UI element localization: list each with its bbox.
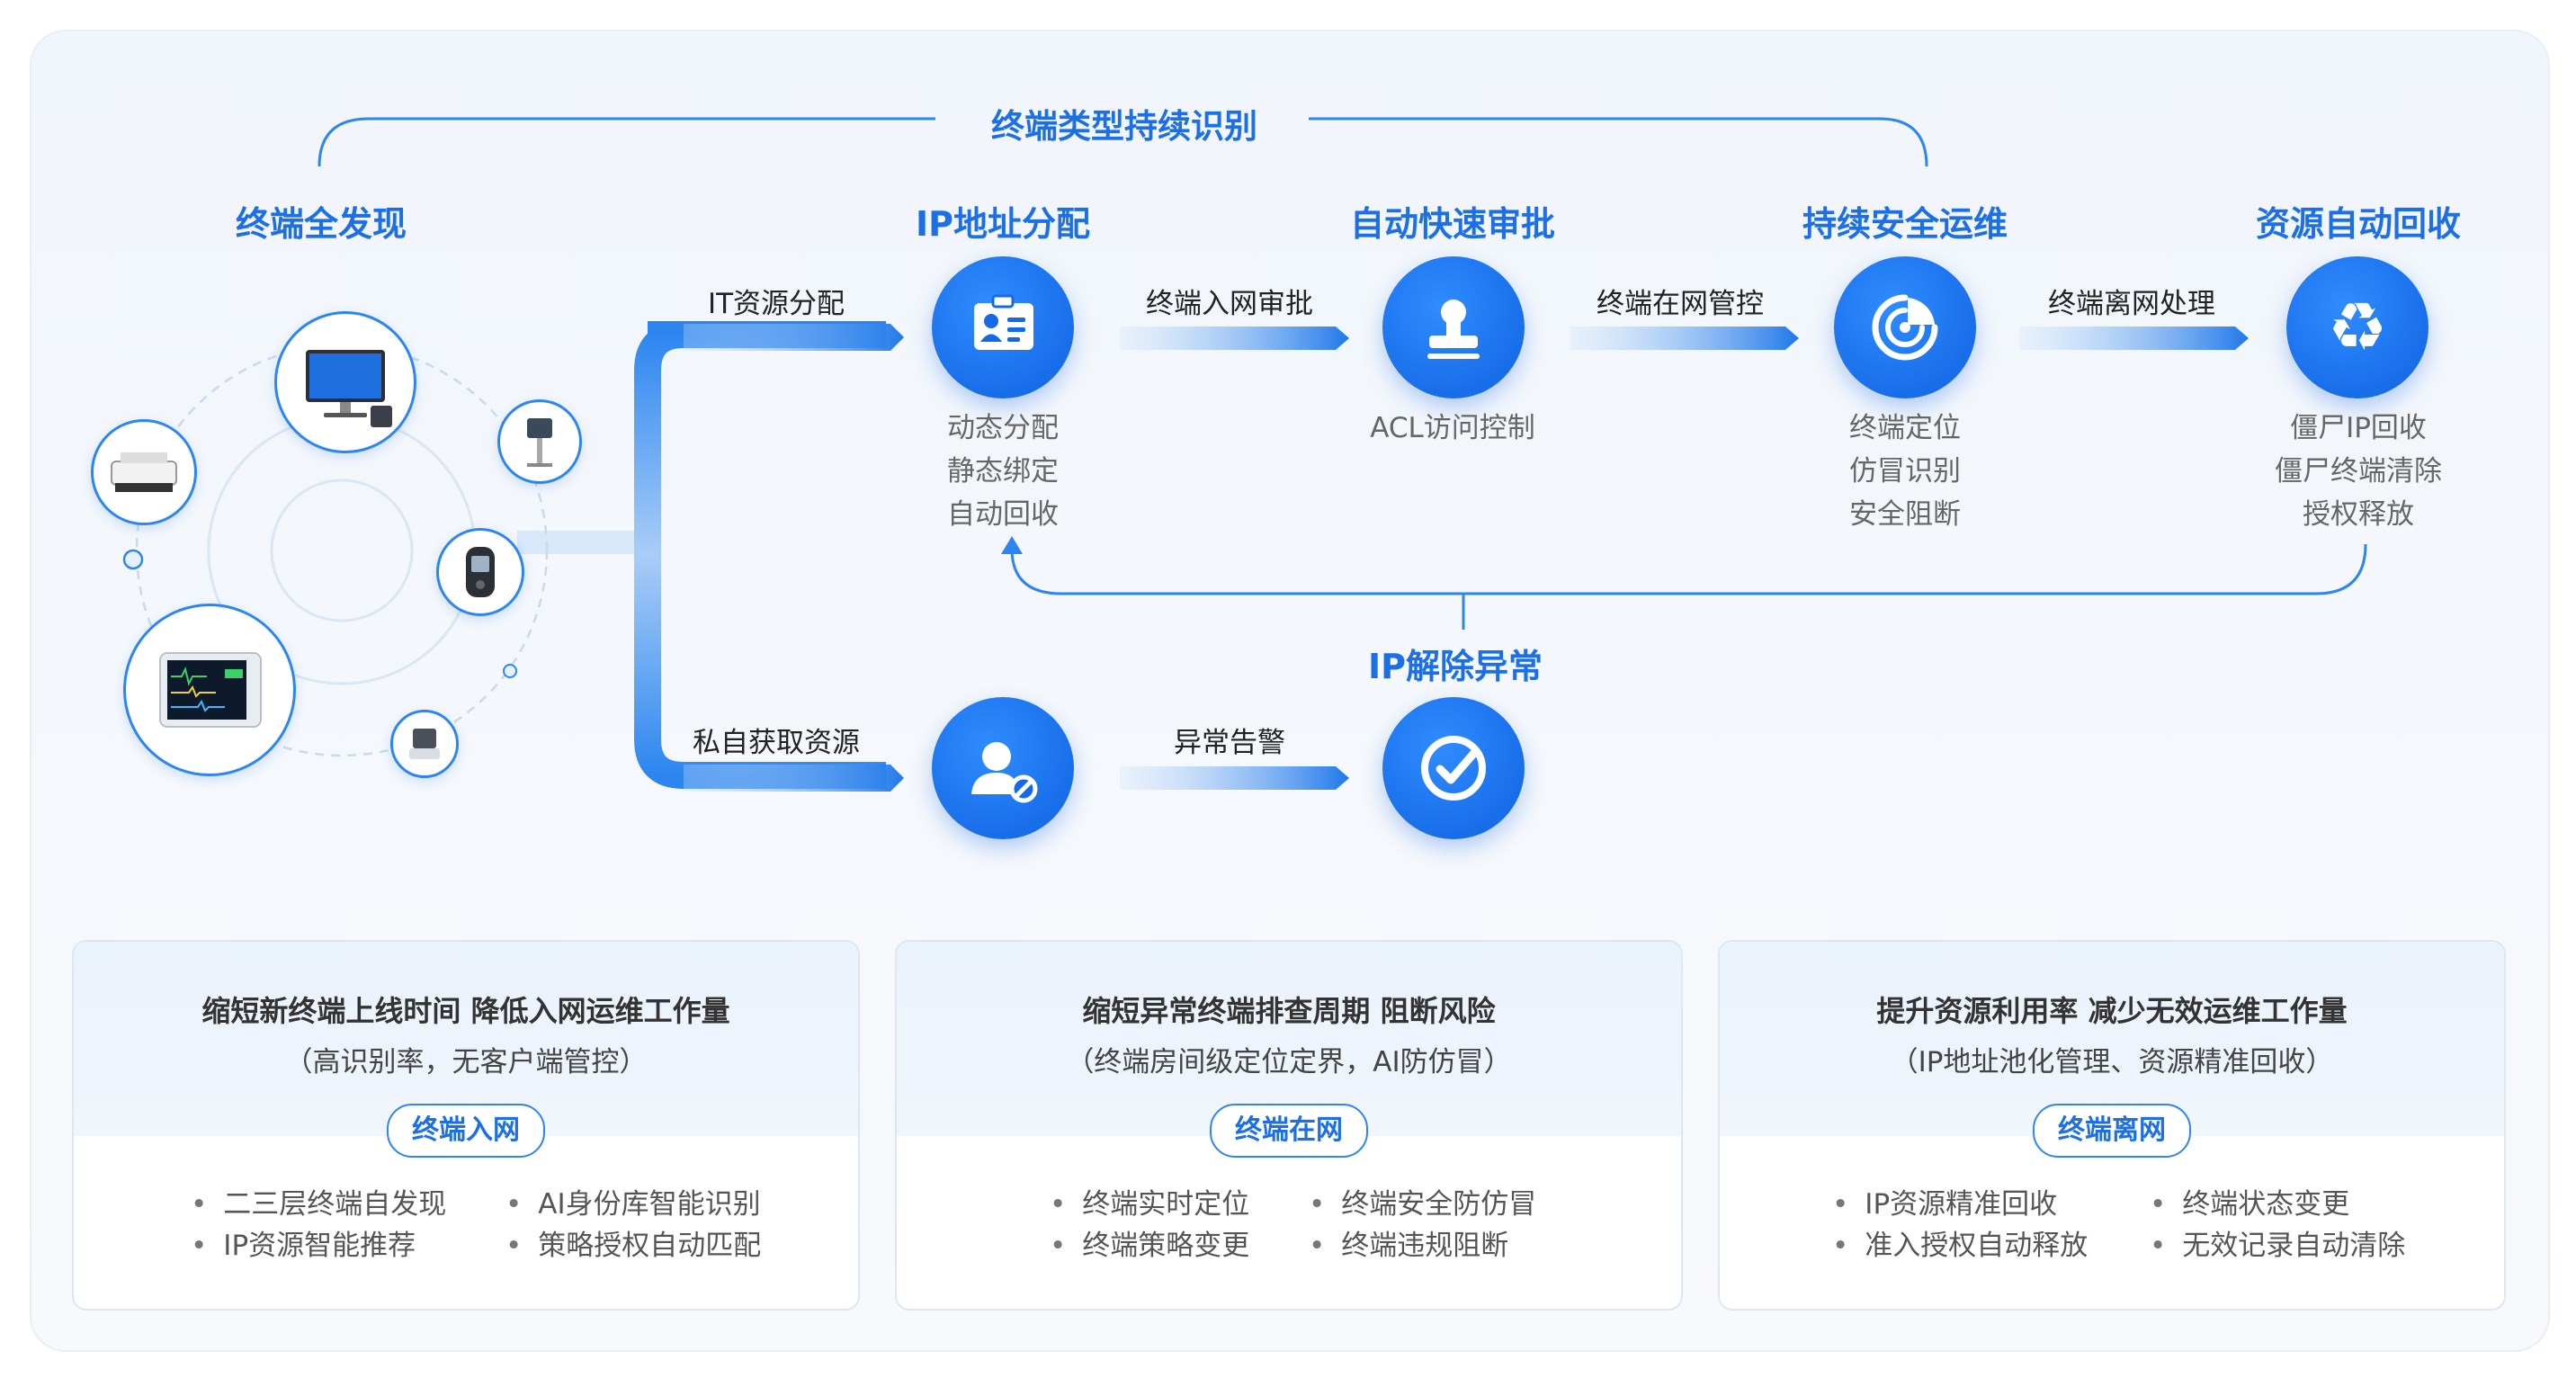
arrow-admission xyxy=(1120,327,1349,350)
check-circle-icon xyxy=(1421,736,1486,801)
list-item: 静态绑定 xyxy=(947,455,1059,488)
flow-label-control: 终端在网管控 xyxy=(1597,288,1764,320)
anomaly-title: IP解除异常 xyxy=(1368,647,1543,686)
card-bullet: 终端状态变更 xyxy=(2150,1181,2349,1221)
ring-dot-right xyxy=(503,664,517,678)
small-terminal-icon xyxy=(390,710,459,778)
list-item: 僵尸终端清除 xyxy=(2275,455,2442,488)
resolve-icon xyxy=(1382,697,1525,839)
stage-title-ops: 持续安全运维 xyxy=(1802,204,2008,244)
flow-label-alarm: 异常告警 xyxy=(1174,727,1285,759)
card-title: 缩短新终端上线时间 降低入网运维工作量 xyxy=(201,994,730,1028)
card-tag: 终端入网 xyxy=(387,1104,545,1158)
card-bullet: 无效记录自动清除 xyxy=(2150,1222,2405,1263)
stamp-icon xyxy=(1427,300,1480,359)
printer-icon xyxy=(91,419,197,525)
benefit-card-admission: 缩短新终端上线时间 降低入网运维工作量 （高识别率，无客户端管控） 终端入网 二… xyxy=(72,940,860,1311)
hub-branch xyxy=(634,321,886,789)
card-subtitle: （IP地址池化管理、资源精准回收） xyxy=(1890,1046,2334,1078)
list-item: 终端定位 xyxy=(1849,412,1961,444)
card-bullet: 终端违规阻断 xyxy=(1309,1222,1508,1263)
feedback-loop-line xyxy=(1010,543,2367,595)
card-bullet: 二三层终端自发现 xyxy=(191,1181,446,1221)
list-item: 仿冒识别 xyxy=(1849,455,1961,488)
recycle-icon: ♻ xyxy=(2328,289,2387,366)
stage-title-ip-assign: IP地址分配 xyxy=(916,204,1090,244)
arrow-alarm xyxy=(1120,766,1349,790)
arrow-leave xyxy=(2019,327,2249,350)
radar-icon xyxy=(1872,294,1938,361)
recycle-icon-wrap: ♻ xyxy=(2286,256,2428,398)
card-bullet: AI身份库智能识别 xyxy=(505,1181,760,1221)
card-bullet: IP资源智能推荐 xyxy=(191,1222,416,1263)
stage-title-recycle: 资源自动回收 xyxy=(2255,204,2462,244)
benefit-card-offline: 提升资源利用率 减少无效运维工作量 （IP地址池化管理、资源精准回收） 终端离网… xyxy=(1718,940,2506,1311)
flow-label-private: 私自获取资源 xyxy=(693,727,860,759)
ip-assign-items: 动态分配 静态绑定 自动回收 xyxy=(947,407,1059,536)
arrow-control xyxy=(1570,327,1799,350)
card-bullet: 终端策略变更 xyxy=(1050,1222,1249,1263)
card-bullet: 终端安全防仿冒 xyxy=(1309,1181,1536,1221)
list-item: 授权释放 xyxy=(2303,498,2414,531)
user-blocked-icon xyxy=(971,742,1038,803)
top-arc-label: 终端类型持续识别 xyxy=(991,107,1257,146)
feedback-arrowhead xyxy=(1001,536,1023,554)
hub-stem xyxy=(517,531,634,554)
list-item: 自动回收 xyxy=(947,498,1059,531)
glucose-meter-icon xyxy=(436,528,524,616)
stage-title-approval: 自动快速审批 xyxy=(1349,204,1556,244)
approval-items: ACL访问控制 xyxy=(1370,407,1535,450)
top-bracket-line xyxy=(318,117,935,167)
recycle-items: 僵尸IP回收 僵尸终端清除 授权释放 xyxy=(2275,407,2442,536)
list-item: ACL访问控制 xyxy=(1370,412,1535,444)
device-ring-outer xyxy=(135,344,549,757)
ops-icon xyxy=(1834,256,1976,398)
approval-icon xyxy=(1382,256,1525,398)
card-tag: 终端在网 xyxy=(1210,1104,1368,1158)
stage-title-discovery: 终端全发现 xyxy=(235,204,407,244)
benefit-card-online: 缩短异常终端排查周期 阻断风险 （终端房间级定位定界，AI防仿冒） 终端在网 终… xyxy=(895,940,1683,1311)
card-tag: 终端离网 xyxy=(2033,1104,2191,1158)
arrow-private xyxy=(684,765,904,792)
list-item: 僵尸IP回收 xyxy=(2290,412,2427,444)
flow-label-leave: 终端离网处理 xyxy=(2048,288,2215,320)
svg-text:♻: ♻ xyxy=(2328,289,2387,366)
list-item: 安全阻断 xyxy=(1849,498,1961,531)
id-card-icon xyxy=(974,294,1033,350)
flow-label-it-assign: IT资源分配 xyxy=(707,288,845,320)
ip-assign-icon xyxy=(932,256,1074,398)
patient-monitor-icon xyxy=(123,604,296,776)
flow-label-admission: 终端入网审批 xyxy=(1146,288,1313,320)
card-subtitle: （高识别率，无客户端管控） xyxy=(284,1046,648,1078)
card-title: 缩短异常终端排查周期 阻断风险 xyxy=(1082,994,1496,1028)
ring-dot-left xyxy=(122,549,144,570)
ops-items: 终端定位 仿冒识别 安全阻断 xyxy=(1849,407,1961,536)
card-bullet: 策略授权自动匹配 xyxy=(505,1222,761,1263)
card-title: 提升资源利用率 减少无效运维工作量 xyxy=(1876,994,2348,1028)
card-bullet: 准入授权自动释放 xyxy=(1832,1222,2088,1263)
top-bracket-line-right xyxy=(1309,117,1928,167)
card-bullet: IP资源精准回收 xyxy=(1832,1181,2057,1221)
card-bullet: 终端实时定位 xyxy=(1050,1181,1249,1221)
desktop-pc-icon xyxy=(274,311,416,453)
medical-cart-icon xyxy=(497,399,582,484)
card-subtitle: （终端房间级定位定界，AI防仿冒） xyxy=(1066,1046,1512,1078)
device-ring-inner xyxy=(270,479,414,622)
arrow-it-assign xyxy=(684,324,904,351)
private-icon xyxy=(932,697,1074,839)
list-item: 动态分配 xyxy=(947,412,1059,444)
